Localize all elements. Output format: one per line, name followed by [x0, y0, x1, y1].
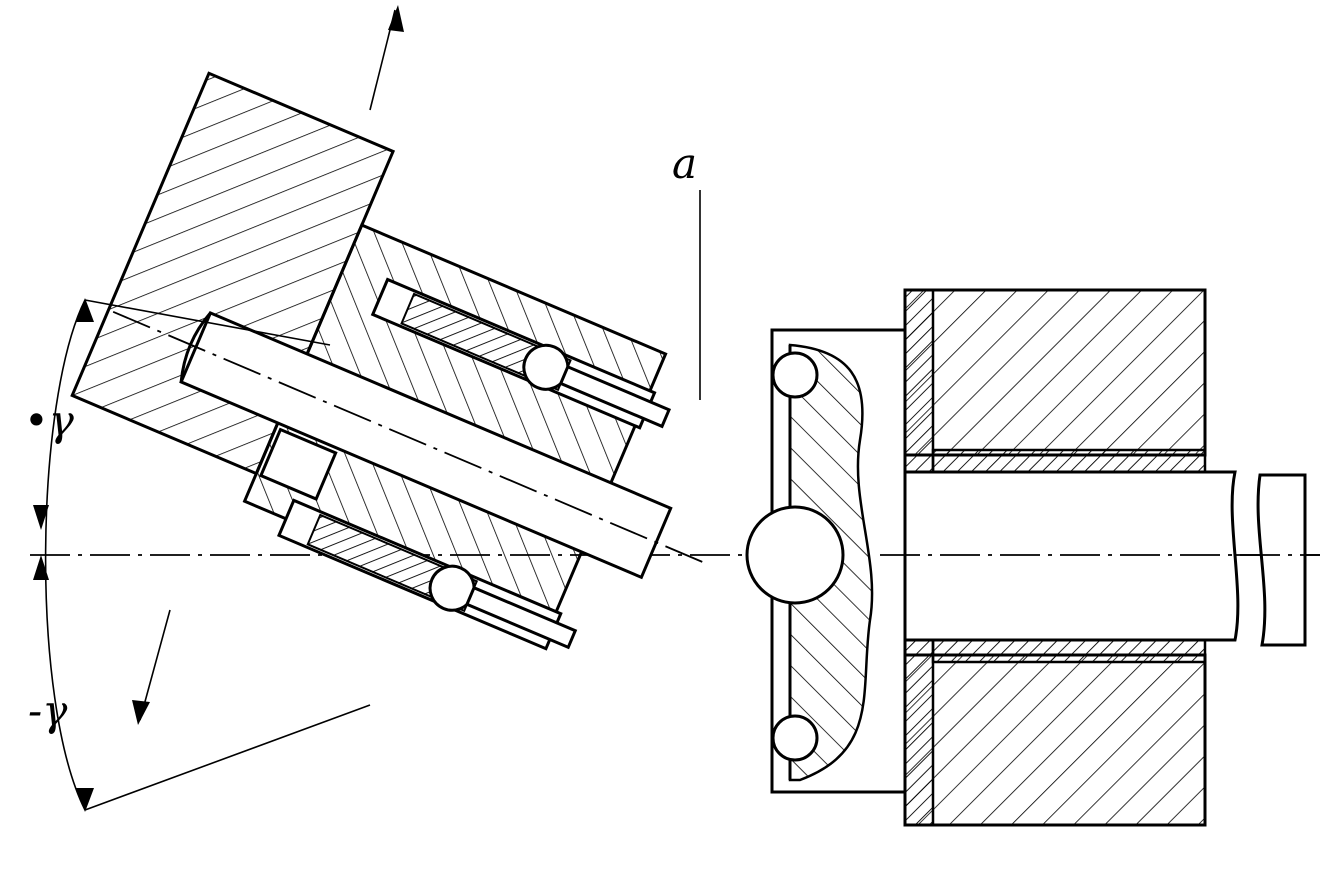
lower-piston-rod: [465, 585, 578, 650]
angle-leg-top: [84, 299, 331, 346]
block-center-axis: [112, 310, 703, 563]
arrow-head-upper-block: [388, 5, 404, 32]
label-a: a: [672, 139, 697, 188]
arrow-mid-down: [33, 505, 49, 530]
output-shaft: [903, 470, 1307, 647]
angle-arc-gamma: [44, 299, 86, 811]
lower-flange-ball: [771, 714, 819, 762]
arrow-top: [76, 298, 94, 322]
label-gamma-top: •γ: [24, 396, 75, 445]
upper-piston-rod: [558, 364, 672, 429]
bearing-housing: [903, 288, 1207, 827]
upper-flange-ball: [771, 351, 819, 399]
center-ball-joint: [745, 505, 845, 605]
arrow-mid-up: [33, 555, 49, 580]
arrow-bottom: [76, 788, 94, 812]
arrow-head-lower-block: [132, 700, 150, 725]
angle-leg-bottom: [84, 704, 371, 811]
cylinder-block-group: [70, 71, 703, 651]
label-gamma-bottom: -γ: [28, 686, 68, 735]
port-opening: [258, 427, 338, 501]
